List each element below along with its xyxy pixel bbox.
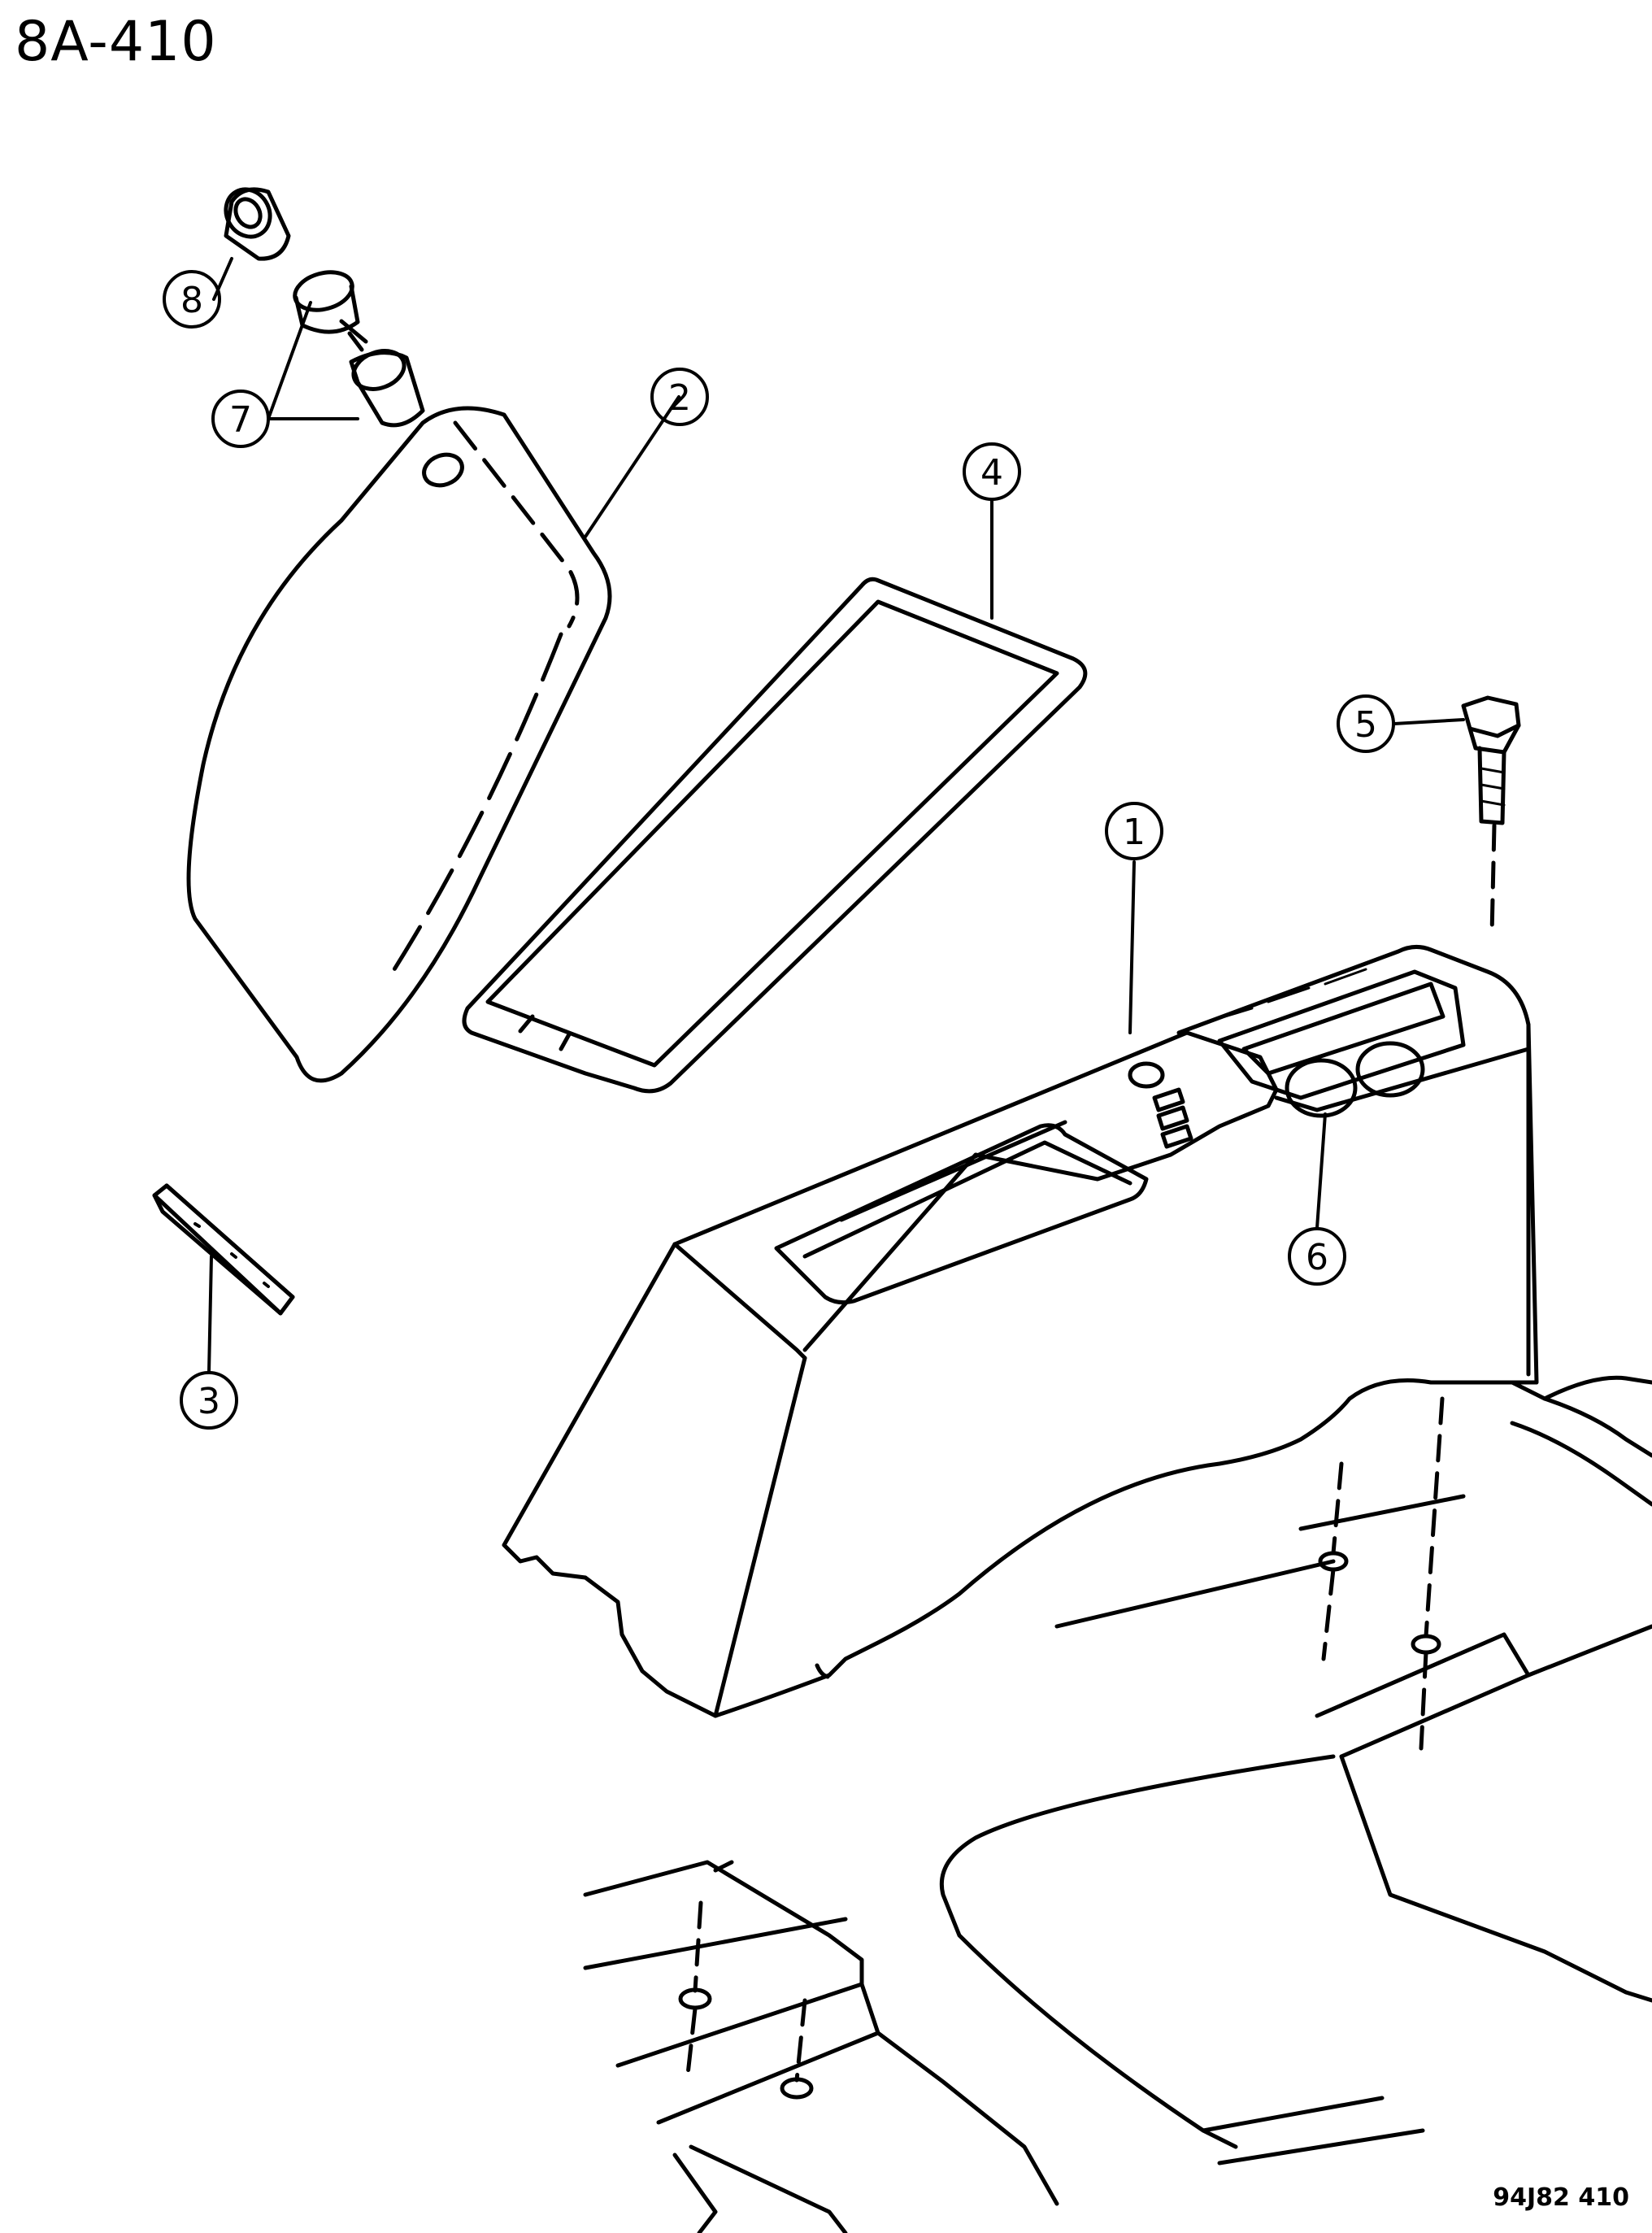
center-console-part xyxy=(502,945,1539,1718)
svg-text:4: 4 xyxy=(980,452,1003,494)
callout-3: 3 xyxy=(180,1371,238,1430)
leader-lines xyxy=(207,257,1465,1374)
lock-cylinder-part xyxy=(224,187,291,261)
svg-text:8: 8 xyxy=(180,280,203,321)
callout-7: 7 xyxy=(211,390,270,448)
callout-6: 6 xyxy=(1288,1227,1346,1286)
lock-housing-part xyxy=(293,270,425,428)
page-code: 8A-410 xyxy=(15,10,217,74)
svg-text:5: 5 xyxy=(1354,704,1377,746)
svg-text:2: 2 xyxy=(668,377,691,419)
callout-2: 2 xyxy=(650,368,709,426)
svg-text:3: 3 xyxy=(198,1381,220,1422)
strip-part xyxy=(152,1183,295,1316)
callout-4: 4 xyxy=(963,442,1021,501)
svg-text:6: 6 xyxy=(1306,1237,1328,1278)
callout-1: 1 xyxy=(1105,802,1163,860)
lid-seal-part xyxy=(462,577,1088,1094)
floor-panel xyxy=(583,1375,1652,2233)
bolt-part xyxy=(1461,695,1521,938)
callout-8: 8 xyxy=(163,270,221,329)
figure-id: 94J82 410 xyxy=(1493,2183,1629,2212)
svg-text:1: 1 xyxy=(1123,812,1146,853)
callout-5: 5 xyxy=(1337,694,1395,753)
armrest-lid-part xyxy=(186,406,612,1083)
svg-text:7: 7 xyxy=(229,399,252,441)
